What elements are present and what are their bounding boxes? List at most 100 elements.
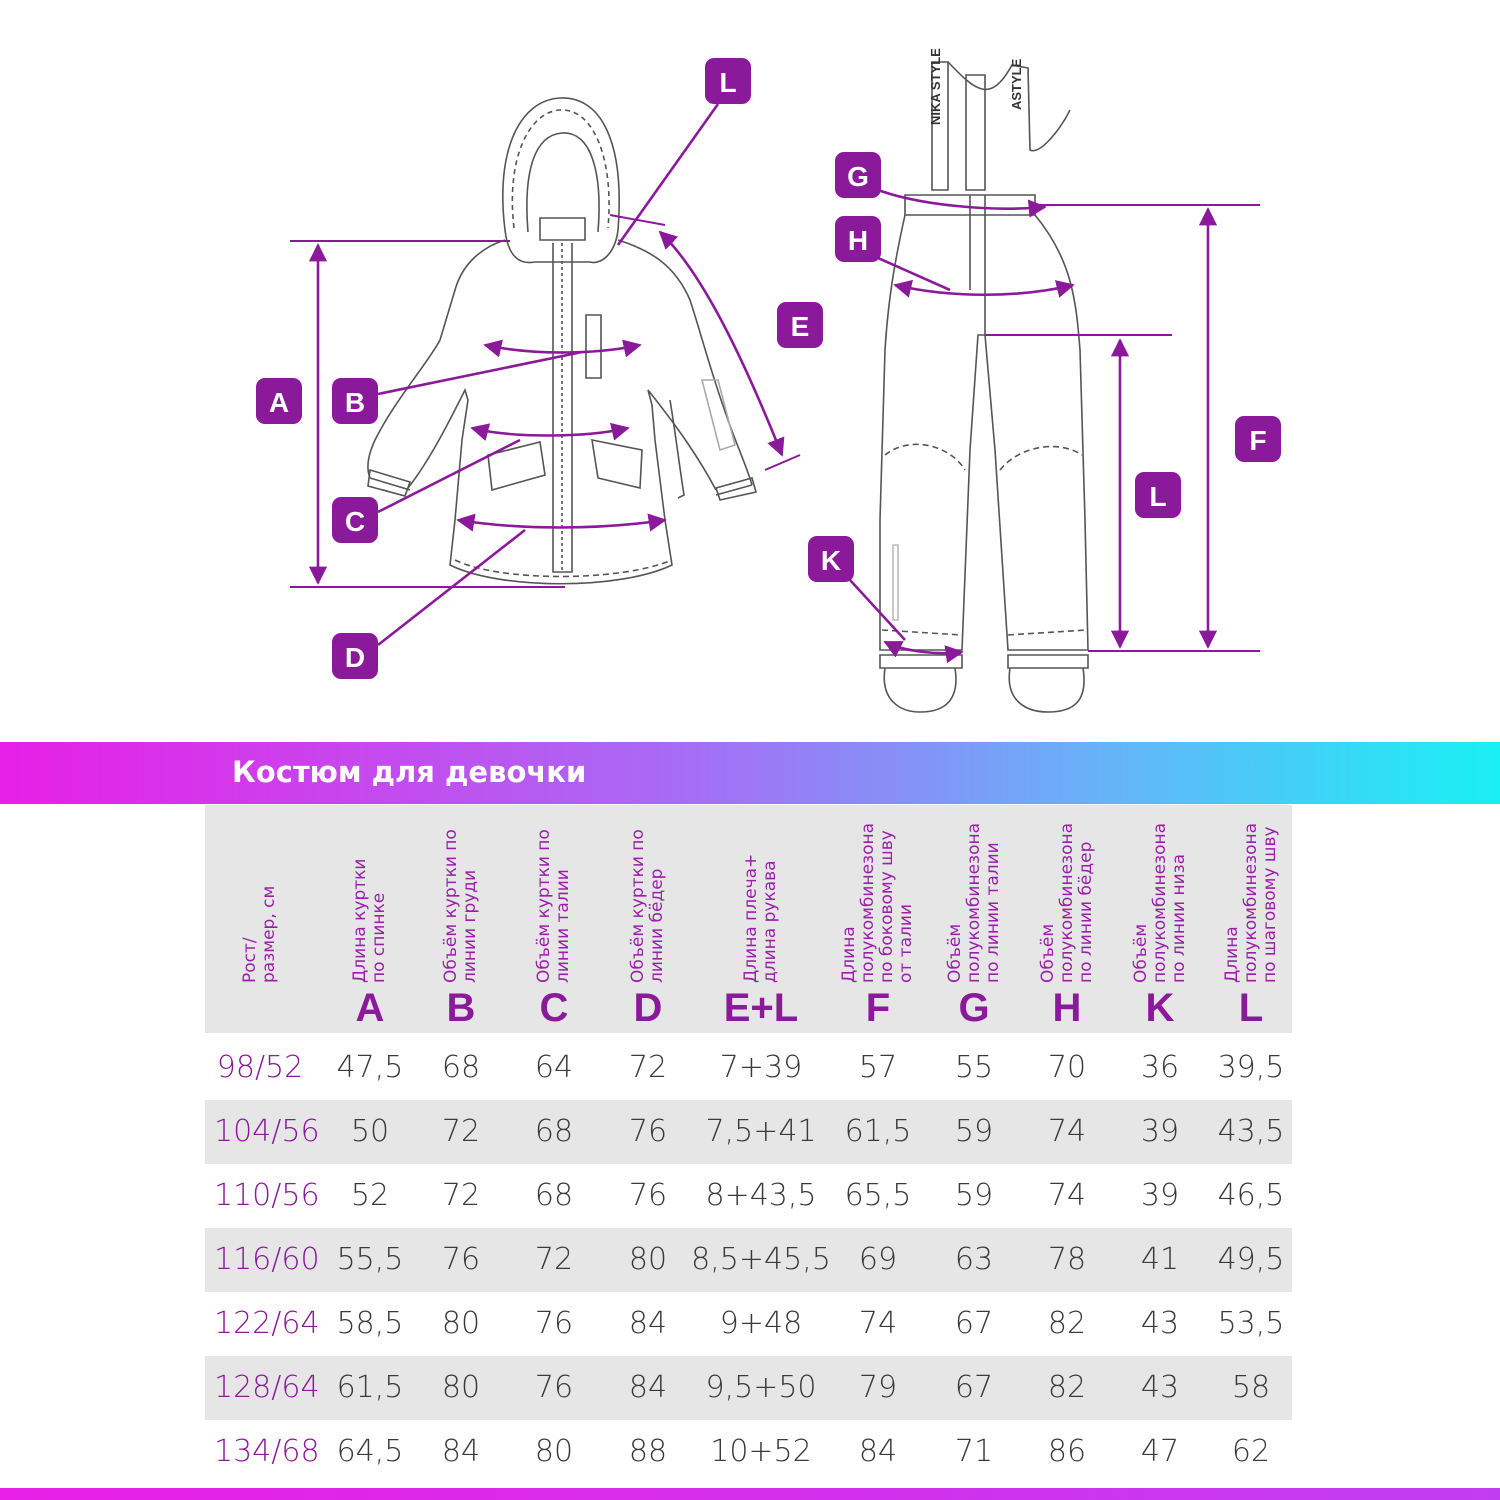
- value-cell: 7+39: [719, 1050, 803, 1085]
- value-cell: 68: [534, 1114, 574, 1149]
- value-cell: 43: [1140, 1370, 1180, 1405]
- header-description: Объём куртки по линии бёдер: [628, 829, 667, 983]
- value-cell: 74: [1047, 1178, 1087, 1213]
- value-cell: 36: [1140, 1050, 1180, 1085]
- value-cell: 57: [858, 1050, 898, 1085]
- pants-drawing: [879, 61, 1089, 713]
- value-cell: 80: [628, 1242, 668, 1277]
- value-cell: 74: [1047, 1114, 1087, 1149]
- value-cell: 70: [1047, 1050, 1087, 1085]
- value-cell: 68: [534, 1178, 574, 1213]
- svg-text:L: L: [719, 67, 736, 98]
- value-cell: 61,5: [844, 1114, 912, 1149]
- value-cell: 67: [954, 1306, 994, 1341]
- header-letter: H: [1052, 986, 1082, 1030]
- value-cell: 72: [441, 1114, 481, 1149]
- value-cell: 62: [1231, 1434, 1271, 1469]
- value-cell: 84: [858, 1434, 898, 1469]
- marker-H: H: [835, 216, 881, 262]
- header-letter: F: [865, 986, 891, 1030]
- header-letter: A: [355, 986, 385, 1030]
- header-description: Длина плеча+ длина рукава: [741, 853, 780, 983]
- size-cell: 104/56: [214, 1114, 320, 1149]
- svg-text:H: H: [848, 225, 868, 256]
- header-description: Объём полукомбинезона по линии бёдер: [1037, 822, 1096, 983]
- measurement-lines: [290, 103, 1260, 664]
- marker-F: F: [1235, 416, 1281, 462]
- value-cell: 76: [628, 1114, 668, 1149]
- value-cell: 59: [954, 1114, 994, 1149]
- header-letter: K: [1145, 986, 1175, 1030]
- value-cell: 43,5: [1217, 1114, 1285, 1149]
- svg-text:G: G: [847, 161, 869, 192]
- value-cell: 78: [1047, 1242, 1087, 1277]
- value-cell: 58,5: [336, 1306, 404, 1341]
- value-cell: 55,5: [336, 1242, 404, 1277]
- svg-text:L: L: [1149, 481, 1166, 512]
- value-cell: 82: [1047, 1370, 1087, 1405]
- value-cell: 64,5: [336, 1434, 404, 1469]
- size-cell: 134/68: [214, 1434, 320, 1469]
- value-cell: 59: [954, 1178, 994, 1213]
- table-title-banner: Костюм для девочки: [0, 742, 1500, 804]
- header-description: Рост/ размер, см: [240, 885, 279, 983]
- value-cell: 43: [1140, 1306, 1180, 1341]
- marker-L-pants: L: [1135, 472, 1181, 518]
- value-cell: 74: [858, 1306, 898, 1341]
- marker-A: A: [256, 378, 302, 424]
- header-letter: G: [958, 986, 990, 1030]
- value-cell: 55: [954, 1050, 994, 1085]
- header-description: Длина полукомбинезона по боковому шву от…: [839, 822, 916, 983]
- svg-text:B: B: [345, 387, 365, 418]
- header-letter: L: [1238, 986, 1264, 1030]
- value-cell: 9,5+50: [705, 1370, 817, 1405]
- header-letter: D: [633, 986, 663, 1030]
- value-cell: 39,5: [1217, 1050, 1285, 1085]
- value-cell: 41: [1140, 1242, 1180, 1277]
- value-cell: 63: [954, 1242, 994, 1277]
- value-cell: 84: [628, 1306, 668, 1341]
- svg-text:F: F: [1249, 425, 1266, 456]
- value-cell: 76: [534, 1370, 574, 1405]
- header-description: Длина полукомбинезона по шаговому шву: [1221, 822, 1280, 983]
- value-cell: 67: [954, 1370, 994, 1405]
- value-cell: 39: [1140, 1178, 1180, 1213]
- svg-text:E: E: [791, 311, 810, 342]
- value-cell: 61,5: [336, 1370, 404, 1405]
- value-cell: 76: [441, 1242, 481, 1277]
- value-cell: 72: [534, 1242, 574, 1277]
- header-description: Длина куртки по спинке: [350, 858, 389, 983]
- marker-C: C: [332, 497, 378, 543]
- value-cell: 76: [534, 1306, 574, 1341]
- header-letter: B: [446, 986, 476, 1030]
- marker-D: D: [332, 633, 378, 679]
- size-cell: 110/56: [214, 1178, 320, 1213]
- svg-text:K: K: [821, 545, 841, 576]
- value-cell: 80: [441, 1306, 481, 1341]
- header-description: Объём куртки по линии талии: [534, 829, 573, 983]
- table-title: Костюм для девочки: [232, 755, 587, 789]
- suspender-label-right: ASTYLE: [1009, 58, 1024, 110]
- marker-L-jacket: L: [705, 58, 751, 104]
- size-cell: 116/60: [214, 1242, 320, 1277]
- marker-E: E: [777, 302, 823, 348]
- header-description: Объём полукомбинезона по линии талии: [944, 822, 1003, 983]
- value-cell: 8+43,5: [705, 1178, 817, 1213]
- value-cell: 82: [1047, 1306, 1087, 1341]
- value-cell: 58: [1231, 1370, 1271, 1405]
- header-letter: C: [539, 986, 569, 1030]
- value-cell: 80: [534, 1434, 574, 1469]
- value-cell: 64: [534, 1050, 574, 1085]
